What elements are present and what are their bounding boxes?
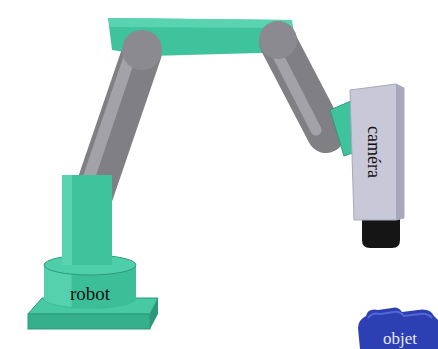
camera-body: caméra	[350, 84, 404, 220]
node-label: objet	[383, 330, 417, 347]
column-foot	[62, 175, 112, 265]
object-highlight	[368, 312, 432, 318]
camera-box	[350, 84, 404, 220]
robot-base: robot	[44, 255, 136, 309]
shoulder-joint	[122, 30, 162, 70]
object-shape: objet	[358, 306, 438, 349]
column-highlight	[62, 175, 72, 273]
elbow-joint	[259, 21, 297, 59]
object-blob	[358, 308, 438, 349]
robot-column	[62, 175, 112, 273]
base-plate-side	[150, 298, 158, 329]
camera-side	[396, 84, 404, 220]
camera-lens	[362, 218, 400, 248]
node-label: robot	[70, 284, 110, 303]
node-label: caméra	[365, 126, 383, 178]
column-foot-highlight	[62, 175, 72, 265]
top-link-highlight	[108, 18, 292, 28]
base-plate-front	[28, 314, 150, 329]
